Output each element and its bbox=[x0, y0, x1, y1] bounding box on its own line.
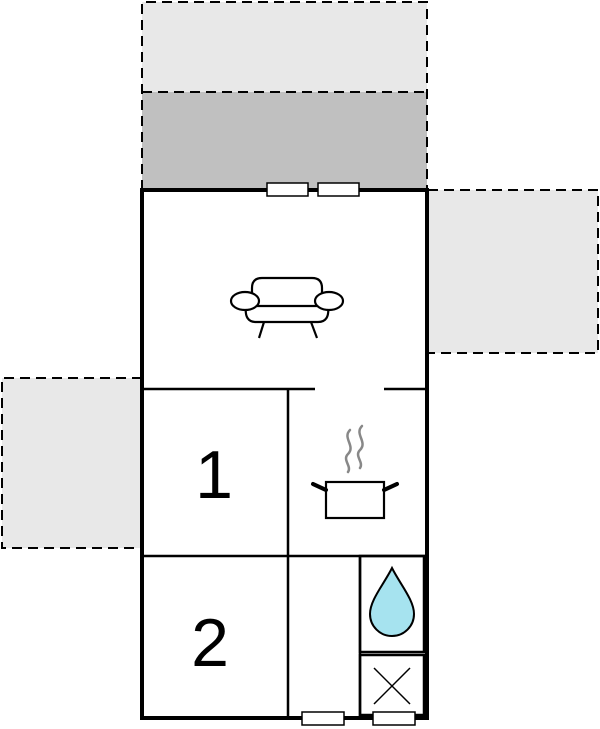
bathroom-box bbox=[358, 554, 426, 654]
terrace-left-outline bbox=[1, 377, 142, 549]
exterior-walls bbox=[140, 188, 429, 720]
terrace-right-outline bbox=[428, 189, 599, 354]
window-top-1 bbox=[266, 182, 309, 197]
room-label-2: 2 bbox=[191, 605, 229, 681]
terrace-top-outline bbox=[141, 1, 428, 190]
terrace-left bbox=[2, 378, 142, 548]
interior-walls bbox=[142, 387, 427, 718]
window-bottom-1 bbox=[301, 711, 345, 726]
cross-box-icon bbox=[373, 667, 411, 705]
terrace-top-dark bbox=[142, 92, 427, 190]
window-top-2 bbox=[317, 182, 360, 197]
cooking-pot-icon bbox=[311, 424, 399, 520]
terrace-right bbox=[428, 190, 598, 353]
sofa-icon bbox=[229, 276, 345, 339]
outdoor-areas bbox=[1, 1, 599, 549]
windows bbox=[266, 182, 416, 726]
terrace-top-light bbox=[142, 2, 427, 92]
steam-icon bbox=[344, 424, 364, 474]
room-label-1: 1 bbox=[195, 437, 233, 513]
window-bottom-2 bbox=[372, 711, 416, 726]
water-drop-icon bbox=[368, 565, 416, 637]
